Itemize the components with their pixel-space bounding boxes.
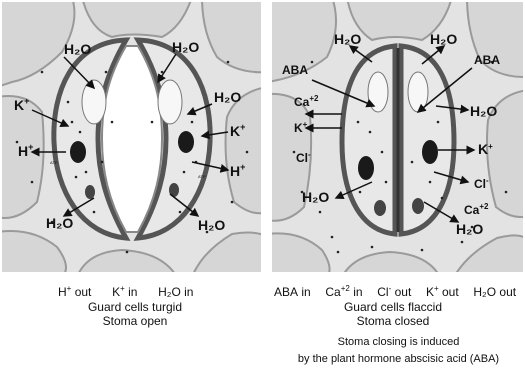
label-h2o: H₂O xyxy=(172,39,199,55)
aba-note: Stoma closing is induced by the plant ho… xyxy=(274,334,523,367)
caption-title: Guard cells flaccid xyxy=(318,300,468,314)
label-h2o: H₂O xyxy=(470,103,497,119)
label-h2o: H₂O xyxy=(64,41,91,57)
label-h2o: H₂O xyxy=(214,89,241,105)
label-aba: ABA xyxy=(282,63,308,77)
label-h2o: H₂O xyxy=(302,189,329,205)
vacuole xyxy=(82,80,106,124)
note-line-2: by the plant hormone abscisic acid (ABA) xyxy=(274,351,523,368)
caption-title: Guard cells turgid xyxy=(60,300,210,314)
flow-k-out: K+ out xyxy=(426,285,459,299)
closed-flow-row: ABA in Ca+2 in Cl- out K+ out H₂O out xyxy=(274,284,516,299)
chloroplast xyxy=(374,200,386,216)
label-atp: ATP xyxy=(198,174,206,179)
caption-subtitle: Stoma closed xyxy=(318,314,468,328)
label-atp: ATP xyxy=(50,160,58,165)
label-h2o: H₂O xyxy=(198,217,225,233)
flow-k-in: K+ in xyxy=(112,285,137,299)
chloroplast xyxy=(85,185,95,199)
note-line-1: Stoma closing is induced xyxy=(274,334,523,351)
vacuole xyxy=(368,72,388,112)
label-h2o: H₂O xyxy=(456,221,483,237)
flow-h-out: H+ out xyxy=(58,285,91,299)
open-stoma-panel: H₂O H₂O H₂O K+ K+ H+ H+ H₂O H₂O ATP ATP xyxy=(2,2,261,272)
flow-h2o-out: H₂O out xyxy=(473,285,516,299)
caption-subtitle: Stoma open xyxy=(60,314,210,328)
open-caption: Guard cells turgid Stoma open xyxy=(60,300,210,329)
flow-aba-in: ABA in xyxy=(274,285,311,299)
flow-ca-in: Ca+2 in xyxy=(325,285,362,299)
vacuole xyxy=(158,80,182,124)
closed-caption: Guard cells flaccid Stoma closed xyxy=(318,300,468,329)
nucleus xyxy=(178,131,194,153)
chloroplast xyxy=(412,198,424,214)
nucleus xyxy=(358,156,374,180)
flow-cl-out: Cl- out xyxy=(377,285,411,299)
closed-stoma-diagram: H₂O H₂O ABA ABA Ca+2 K+ H₂O Cl- K+ Cl- H… xyxy=(272,2,523,272)
label-h2o: H₂O xyxy=(430,31,457,47)
open-stoma-diagram: H₂O H₂O H₂O K+ K+ H+ H+ H₂O H₂O ATP ATP xyxy=(2,2,261,272)
flow-h2o-in: H₂O in xyxy=(158,285,193,299)
closed-stoma-panel: H₂O H₂O ABA ABA Ca+2 K+ H₂O Cl- K+ Cl- H… xyxy=(272,2,523,272)
open-flow-row: H+ out K+ in H₂O in xyxy=(58,284,193,299)
nucleus xyxy=(70,141,86,163)
label-h2o: H₂O xyxy=(334,31,361,47)
label-h2o: H₂O xyxy=(46,215,73,231)
nucleus xyxy=(422,140,438,164)
label-aba: ABA xyxy=(474,53,500,67)
